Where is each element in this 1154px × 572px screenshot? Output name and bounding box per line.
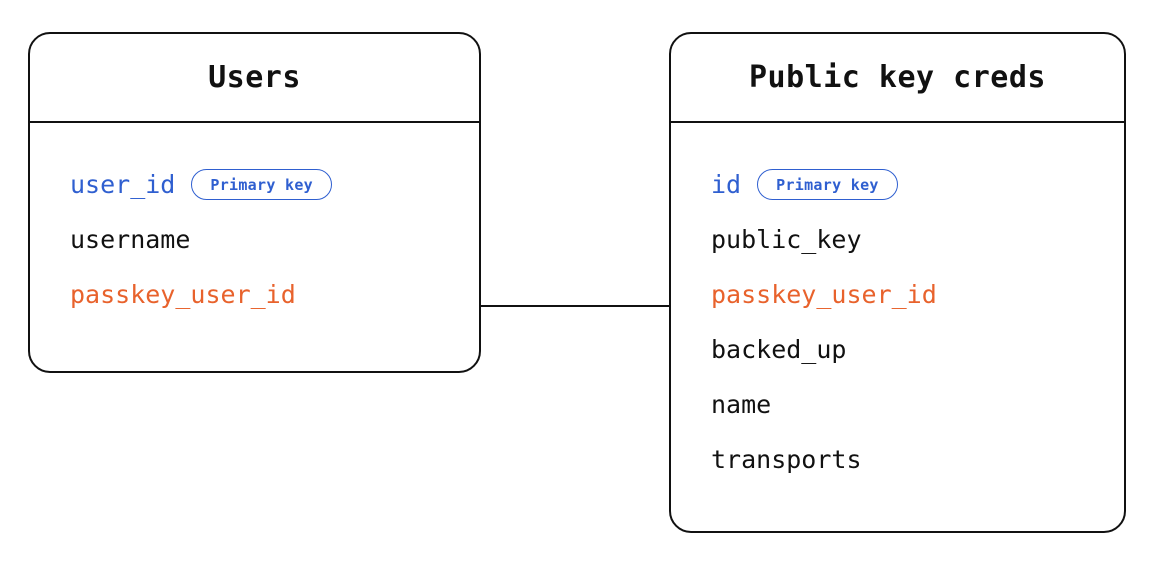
field-row-passkey-user-id[interactable]: passkey_user_id [711, 267, 1124, 322]
field-row-username[interactable]: username [70, 212, 479, 267]
entity-public-key-creds-header: Public key creds [671, 34, 1124, 123]
field-row-name[interactable]: name [711, 377, 1124, 432]
field-name-public-key: public_key [711, 225, 862, 254]
entity-public-key-creds[interactable]: Public key creds id Primary key public_k… [669, 32, 1126, 533]
field-row-transports[interactable]: transports [711, 432, 1124, 487]
primary-key-badge: Primary key [757, 169, 898, 200]
field-name-passkey-user-id: passkey_user_id [70, 280, 296, 309]
entity-public-key-creds-title: Public key creds [749, 60, 1046, 95]
field-row-user-id[interactable]: user_id Primary key [70, 157, 479, 212]
field-name-username: username [70, 225, 191, 254]
relationship-connector-passkey-user-id [479, 305, 671, 307]
field-name-id: id [711, 170, 742, 199]
field-name-transports: transports [711, 445, 862, 474]
entity-users[interactable]: Users user_id Primary key username passk… [28, 32, 481, 373]
field-name-name: name [711, 390, 772, 419]
field-name-backed-up: backed_up [711, 335, 847, 364]
entity-users-header: Users [30, 34, 479, 123]
field-row-backed-up[interactable]: backed_up [711, 322, 1124, 377]
primary-key-badge: Primary key [191, 169, 332, 200]
entity-public-key-creds-fields: id Primary key public_key passkey_user_i… [671, 123, 1124, 531]
entity-users-fields: user_id Primary key username passkey_use… [30, 123, 479, 371]
field-row-passkey-user-id[interactable]: passkey_user_id [70, 267, 479, 322]
field-row-id[interactable]: id Primary key [711, 157, 1124, 212]
field-name-passkey-user-id: passkey_user_id [711, 280, 937, 309]
entity-users-title: Users [208, 60, 301, 95]
field-row-public-key[interactable]: public_key [711, 212, 1124, 267]
field-name-user-id: user_id [70, 170, 176, 199]
